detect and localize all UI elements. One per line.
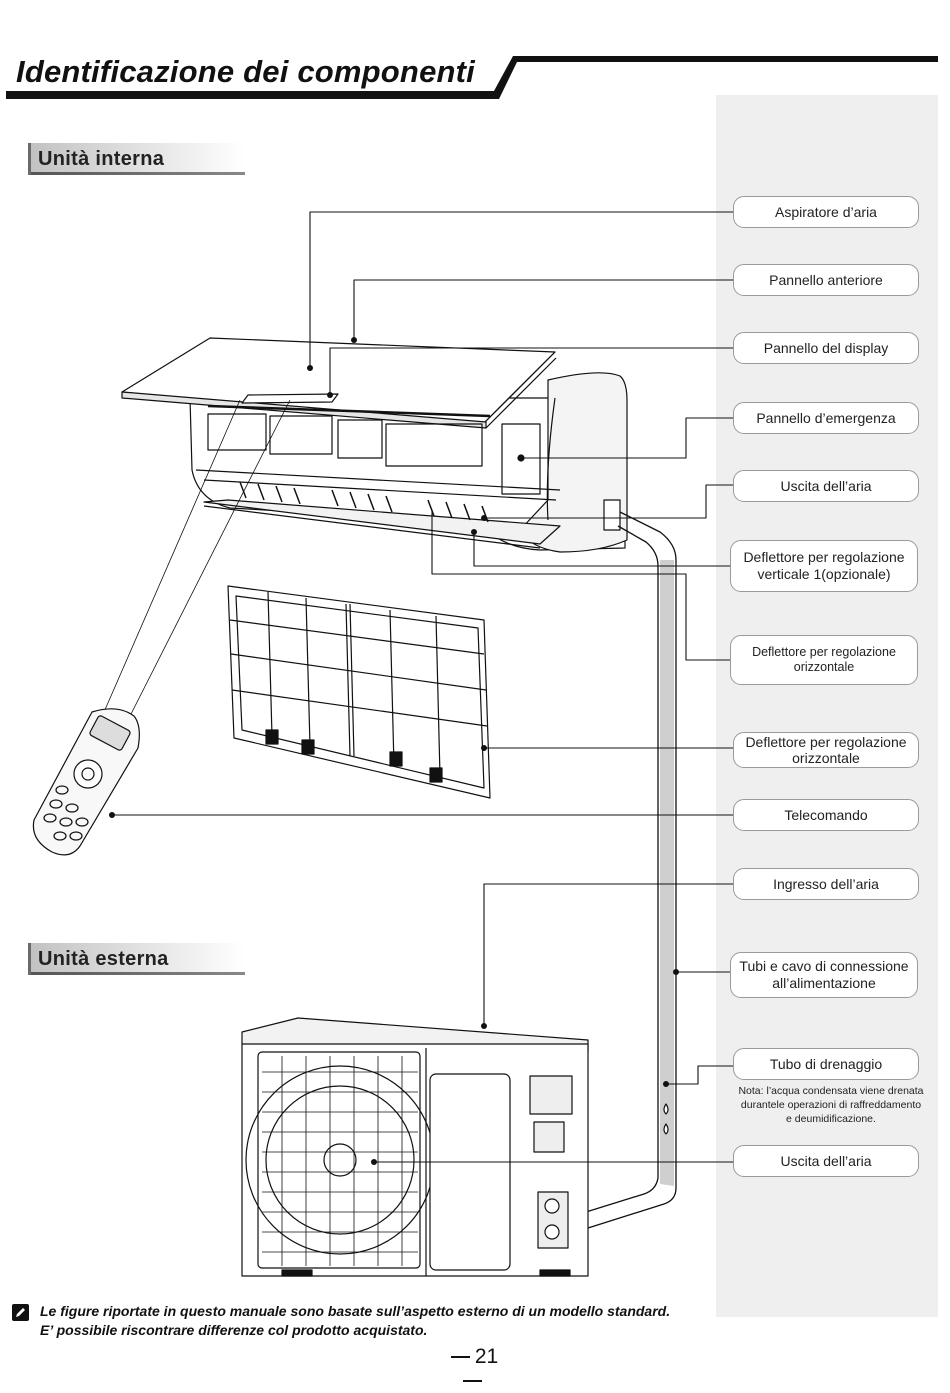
footnote: Le figure riportate in questo manuale so…: [40, 1302, 670, 1340]
footnote-line-1: Le figure riportate in questo manuale so…: [40, 1303, 671, 1319]
leader-lines: [112, 211, 733, 1163]
callout-air-outlet-indoor: Uscita dell’aria: [733, 470, 919, 502]
callout-emergency-panel: Pannello d’emergenza: [733, 402, 919, 434]
callout-horizontal-louver: Deflettore per regolazione orizzontale: [733, 732, 919, 768]
page-title: Identificazione dei componenti: [16, 54, 475, 89]
callout-drain-pipe: Tubo di drenaggio: [733, 1048, 919, 1080]
drain-note: Nota: l’acqua condensata viene drenata d…: [738, 1085, 924, 1125]
page-number-value: 21: [474, 1345, 499, 1368]
callout-air-intake-indoor: Aspiratore d’aria: [733, 196, 919, 228]
indoor-unit-section-tab: Unità interna: [28, 143, 245, 175]
indoor-unit-drawing: [121, 337, 628, 553]
leader-dots: [109, 337, 679, 1165]
air-filter-drawing: [227, 585, 491, 799]
callout-front-panel: Pannello anteriore: [733, 264, 919, 296]
outdoor-unit-heading: Unità esterna: [38, 948, 169, 970]
page-number: 21: [432, 1345, 512, 1393]
callout-air-inlet-outdoor: Ingresso dell’aria: [733, 868, 919, 900]
remote-control-drawing: [32, 399, 291, 856]
pencil-note-icon: [12, 1304, 29, 1321]
callout-vertical-louver: Deflettore per regolazione verticale 1(o…: [730, 540, 918, 592]
callout-connection-pipes: Tubi e cavo di connessione all’alimentaz…: [730, 952, 918, 998]
outdoor-unit-drawing: [241, 1017, 589, 1277]
outdoor-unit-section-tab: Unità esterna: [28, 943, 245, 975]
connection-pipe-drawing: [585, 511, 677, 1229]
footnote-line-2: E’ possibile riscontrare differenze col …: [40, 1322, 428, 1338]
indoor-unit-heading: Unità interna: [38, 148, 165, 170]
callout-remote-control: Telecomando: [733, 799, 919, 831]
callout-horizontal-louver-small: Deflettore per regolazione orizzontale: [730, 635, 918, 685]
callout-background-band: [716, 95, 938, 1317]
callout-air-outlet-outdoor: Uscita dell’aria: [733, 1145, 919, 1177]
callout-display-panel: Pannello del display: [733, 332, 919, 364]
